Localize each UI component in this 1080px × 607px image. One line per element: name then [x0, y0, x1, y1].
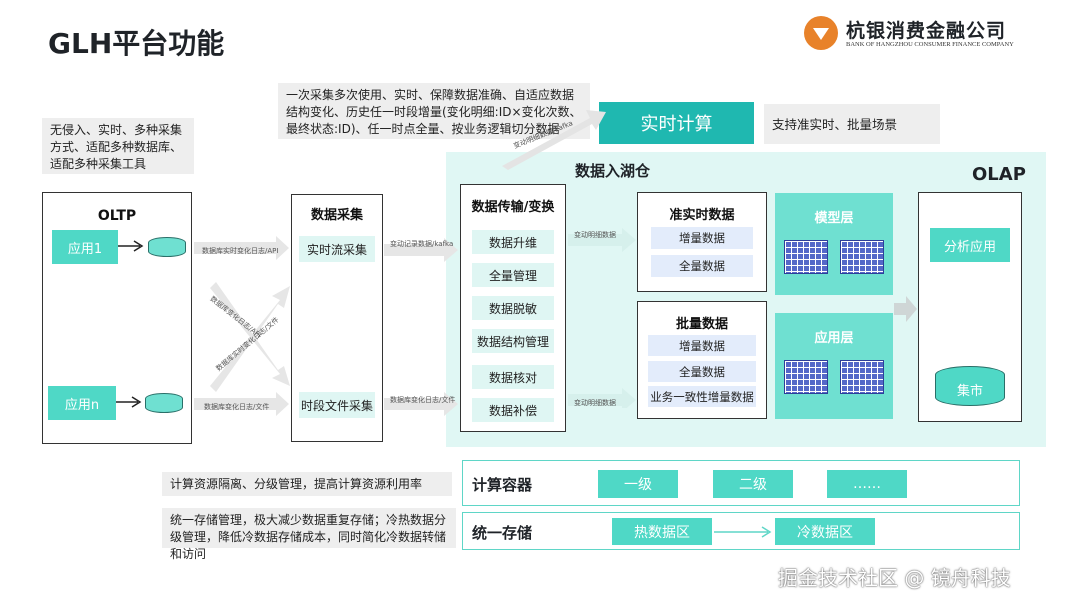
logo-name-cn: 杭银消费金融公司 [846, 20, 1007, 42]
page-title: GLH平台功能 [48, 27, 225, 60]
table-grid-icon [840, 360, 884, 394]
note-collect: 无侵入、实时、多种采集方式、适配多种数据库、适配多种采集工具 [42, 118, 194, 174]
flow-detail1-label: 变动明细数据 [574, 231, 616, 239]
note-compute: 计算资源隔离、分级管理，提高计算资源利用率 [162, 472, 452, 496]
collect-file: 时段文件采集 [299, 392, 375, 418]
batch-item: 业务一致性增量数据 [648, 386, 756, 407]
container-level: …… [827, 470, 907, 498]
note-storage: 统一存储管理，极大减少数据重复存储；冷热数据分级管理，降低冷数据存储成本，同时简… [162, 508, 456, 561]
container-title: 计算容器 [472, 476, 533, 494]
flow-kafka-label: 变动记录数据/kafka [390, 240, 454, 248]
arrow-to-olap-icon [894, 296, 917, 322]
database-icon [145, 393, 183, 413]
note-realtime: 支持准实时、批量场景 [764, 104, 940, 144]
olap-title: OLAP [972, 164, 1026, 185]
transform-item: 数据脱敏 [472, 296, 554, 320]
batch-item: 全量数据 [648, 361, 756, 382]
batch-item: 增量数据 [648, 335, 756, 356]
near-rt-title: 准实时数据 [669, 208, 735, 223]
transform-item: 数据补偿 [472, 398, 554, 422]
cold-data-zone: 冷数据区 [775, 518, 875, 545]
storage-title: 统一存储 [472, 524, 533, 542]
container-level: 二级 [713, 470, 793, 498]
storage-box [462, 512, 1020, 550]
lake-title: 数据入湖仓 [575, 162, 651, 180]
collect-stream: 实时流采集 [299, 236, 375, 262]
flow-arrows-transform-data [568, 228, 636, 408]
company-logo: 杭银消费金融公司 BANK OF HANGZHOU CONSUMER FINAN… [804, 16, 1034, 54]
app-layer-title: 应用层 [814, 331, 854, 346]
near-rt-item: 增量数据 [651, 227, 753, 249]
transform-item: 数据核对 [472, 365, 554, 389]
batch-title: 批量数据 [675, 317, 728, 332]
table-grid-icon [784, 360, 828, 394]
flow-arrow-to-realtime [502, 110, 606, 170]
transform-item: 数据结构管理 [472, 329, 554, 353]
arrow-icon [118, 240, 144, 252]
container-level: 一级 [598, 470, 678, 498]
flow-arrows-collect-transform [384, 238, 458, 416]
collect-title: 数据采集 [310, 208, 363, 223]
data-mart: 集市 [935, 366, 1005, 406]
analysis-app: 分析应用 [930, 228, 1010, 262]
transform-item: 数据升维 [472, 230, 554, 254]
arrow-icon [116, 396, 142, 408]
model-layer-title: 模型层 [814, 211, 854, 226]
logo-emblem-icon [804, 16, 838, 50]
near-rt-item: 全量数据 [651, 255, 753, 277]
watermark: 掘金技术社区 @ 镜舟科技 [778, 566, 1011, 590]
flow-db-api-label: 数据库实时变化日志/API [202, 247, 279, 255]
flow-db-file-label: 数据库变化日志/文件 [204, 403, 270, 411]
oltp-title: OLTP [97, 208, 137, 224]
hot-data-zone: 热数据区 [612, 518, 712, 545]
table-grid-icon [784, 240, 828, 274]
container-box [462, 460, 1020, 506]
app-1: 应用1 [52, 230, 118, 264]
table-grid-icon [840, 240, 884, 274]
transform-title: 数据传输/变换 [471, 200, 555, 215]
app-n: 应用n [48, 386, 116, 420]
flow-arrows-oltp-collect [194, 236, 290, 416]
database-icon [148, 237, 186, 257]
logo-name-en: BANK OF HANGZHOU CONSUMER FINANCE COMPAN… [846, 41, 1014, 48]
arrow-icon [714, 526, 772, 538]
note-lake: 一次采集多次使用、实时、保障数据准确、自适应数据结构变化、历史任一时段增量(变化… [278, 83, 590, 139]
transform-item: 全量管理 [472, 263, 554, 287]
realtime-compute-box: 实时计算 [599, 102, 754, 144]
flow-detail2-label: 变动明细数据 [574, 399, 616, 407]
flow-db-change-label: 数据库变化日志/文件 [390, 396, 456, 404]
